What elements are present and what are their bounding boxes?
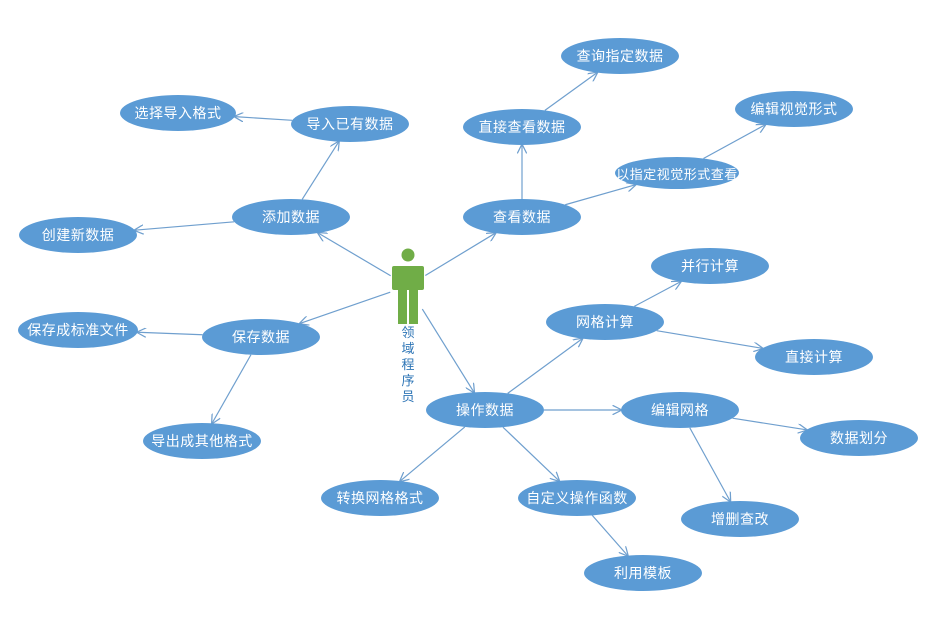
- edge-import-to-select_format: [235, 117, 293, 121]
- edge-operate-to-convert: [400, 426, 466, 481]
- usecase-direct-view: 直接查看数据: [463, 109, 581, 145]
- usecase-save: 保存数据: [202, 319, 320, 355]
- edge-custom_func-to-template: [591, 514, 627, 555]
- usecase-save-std: 保存成标准文件: [18, 312, 138, 348]
- usecase-edit-visual: 编辑视觉形式: [735, 91, 853, 127]
- edge-grid_calc-to-direct_calc: [656, 330, 763, 349]
- usecase-parallel: 并行计算: [651, 248, 769, 284]
- usecase-crud: 增删查改: [681, 501, 799, 537]
- usecase-custom-func: 自定义操作函数: [518, 480, 636, 516]
- edge-actor-to-save: [300, 291, 391, 323]
- edge-direct_view-to-query: [544, 73, 597, 111]
- usecase-visual-view: 以指定视觉形式查看: [615, 157, 739, 189]
- usecase-direct-calc: 直接计算: [755, 339, 873, 375]
- usecase-operate: 操作数据: [426, 392, 544, 428]
- usecase-template: 利用模板: [584, 555, 702, 591]
- usecase-add: 添加数据: [232, 199, 350, 235]
- edge-add-to-create: [135, 221, 235, 230]
- edge-actor-to-add: [318, 233, 391, 277]
- usecase-create: 创建新数据: [19, 217, 137, 253]
- edge-visual_view-to-edit_visual: [703, 125, 765, 160]
- usecase-export: 导出成其他格式: [143, 423, 261, 459]
- actor-label: 领域程序员: [401, 326, 415, 405]
- usecase-edit-grid: 编辑网格: [621, 392, 739, 428]
- edge-operate-to-custom_func: [502, 426, 559, 481]
- edge-actor-to-view: [424, 233, 495, 277]
- edge-save-to-export: [212, 354, 252, 424]
- usecase-select-format: 选择导入格式: [120, 95, 236, 131]
- usecase-view: 查看数据: [463, 199, 581, 235]
- edge-edit_grid-to-partition: [732, 417, 807, 430]
- edge-operate-to-grid_calc: [507, 339, 583, 394]
- edge-edit_grid-to-crud: [689, 427, 730, 501]
- usecase-partition: 数据划分: [800, 420, 918, 456]
- edge-save-to-save_std: [138, 332, 203, 334]
- actor-person-icon: [390, 248, 426, 324]
- edge-actor-to-operate: [421, 308, 474, 392]
- edge-add-to-import: [301, 142, 339, 200]
- usecase-grid-calc: 网格计算: [546, 304, 664, 340]
- edge-view-to-visual_view: [565, 185, 635, 206]
- usecase-import: 导入已有数据: [291, 106, 409, 142]
- edge-grid_calc-to-parallel: [634, 282, 680, 307]
- usecase-convert: 转换网格格式: [321, 480, 439, 516]
- usecase-query: 查询指定数据: [561, 38, 679, 74]
